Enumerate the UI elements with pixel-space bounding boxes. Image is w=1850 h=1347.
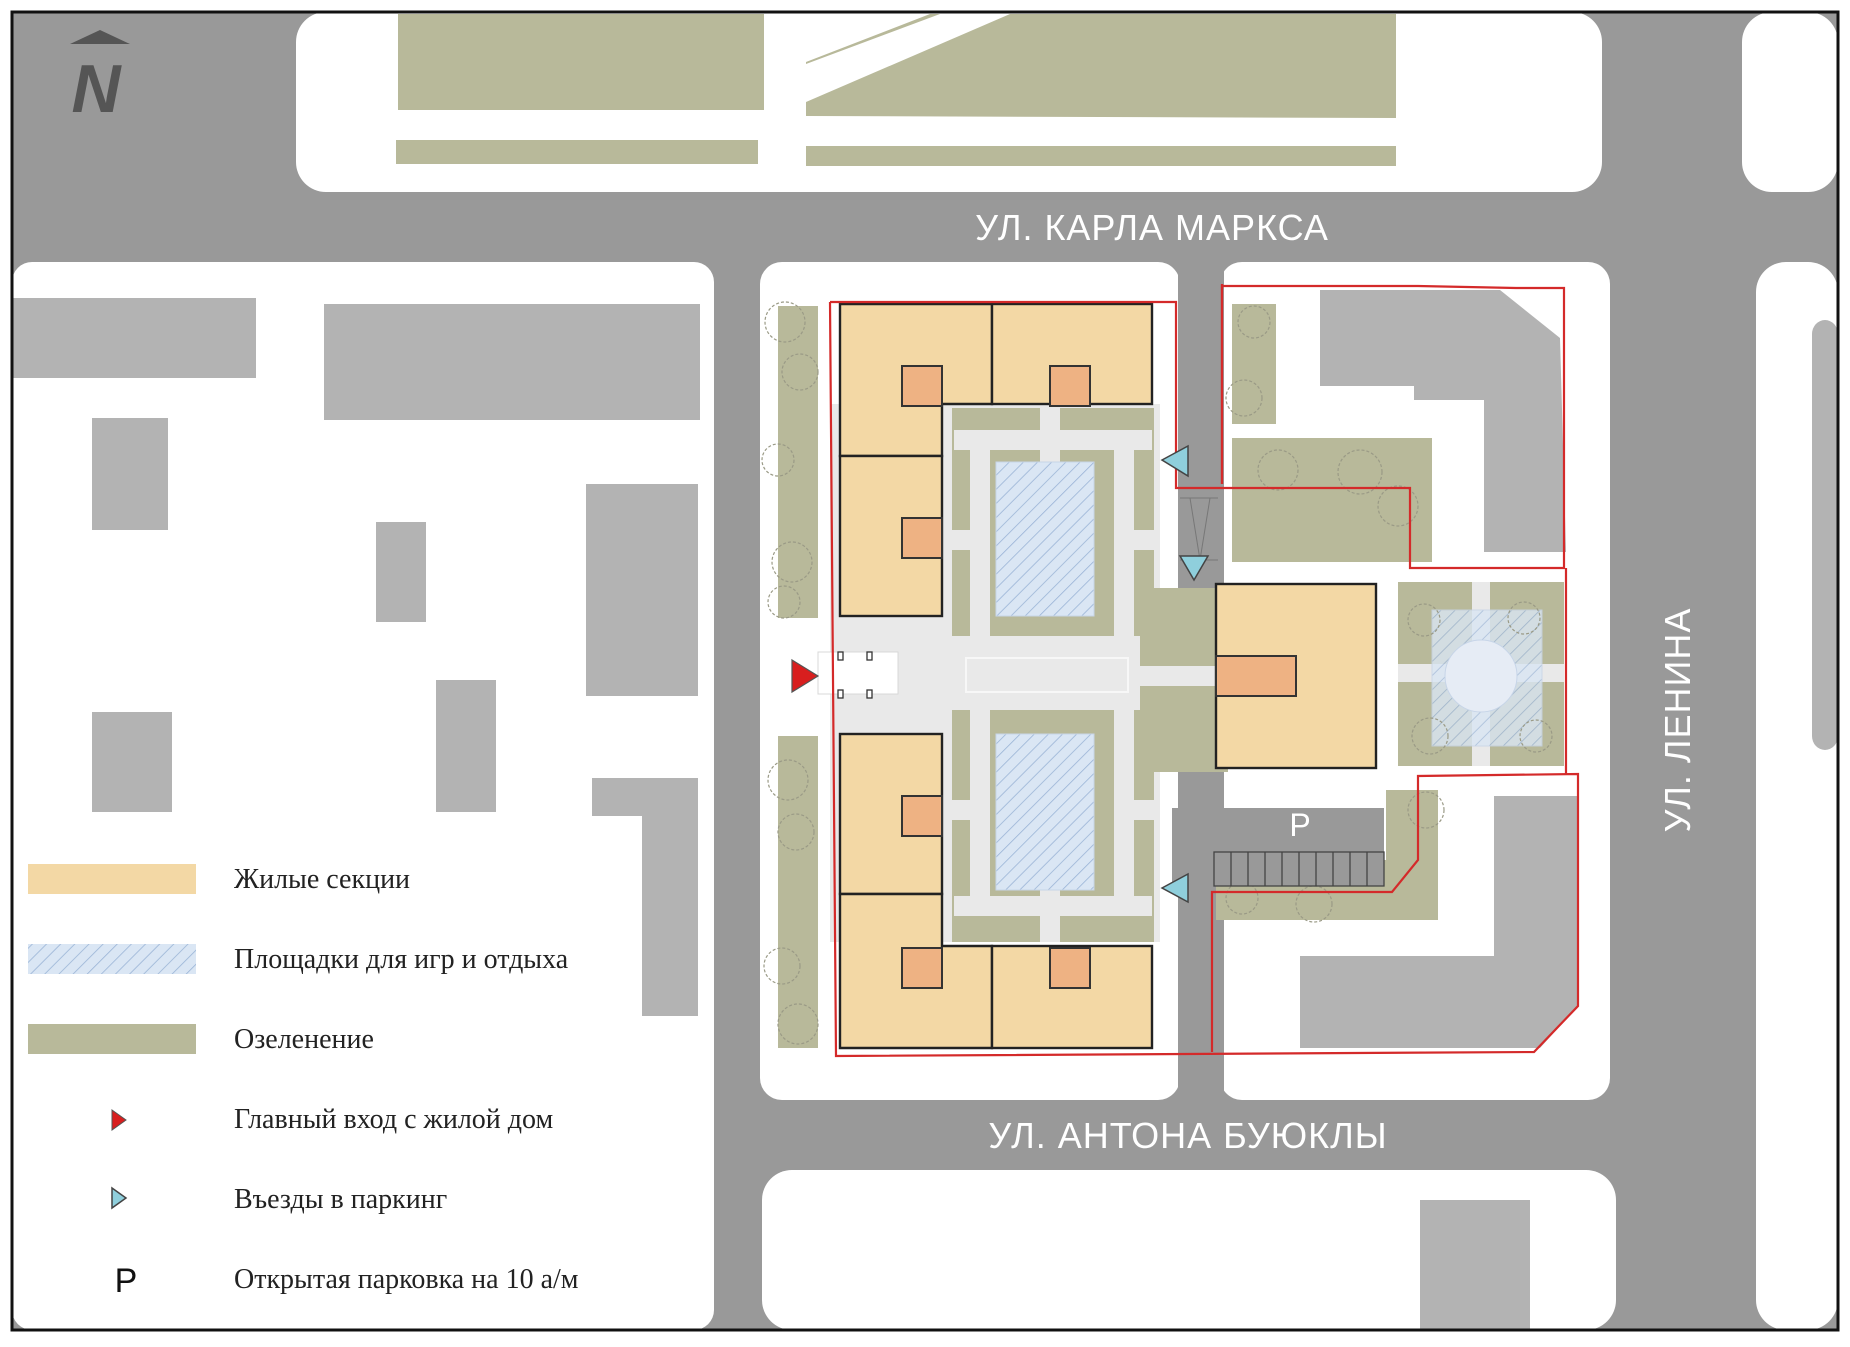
playground-south [995, 733, 1095, 891]
legend-label-residential: Жилые секции [234, 864, 410, 895]
street-label-east: УЛ. ЛЕНИНА [1657, 608, 1698, 833]
entrance-court [817, 651, 899, 695]
court-central-plaza [952, 636, 1140, 710]
parking-entry-marker-1 [1160, 444, 1189, 478]
west-building-3 [92, 418, 168, 530]
west-building-5 [586, 484, 698, 696]
court-path-9 [1122, 530, 1158, 550]
west-building-8 [592, 778, 698, 1016]
north-arrow-icon: N [70, 30, 130, 127]
north-green-strip-1 [396, 140, 758, 164]
cyan-triangle-icon [111, 1186, 128, 1210]
parking-green-2 [1386, 790, 1438, 920]
court-path-7 [944, 530, 980, 550]
site-boundary-north [830, 284, 1566, 570]
north-path-diagonal-2 [806, 14, 1010, 102]
east-green-1 [1232, 304, 1276, 424]
street-label-south: УЛ. АНТОНА БУЮКЛЫ [988, 1115, 1387, 1156]
map-frame [10, 10, 1840, 1332]
bollards [837, 651, 873, 699]
parking-mark: P [1289, 807, 1310, 843]
parking-lot [1172, 808, 1384, 886]
greenery-swatch [28, 1024, 196, 1054]
court-path-10 [1122, 800, 1158, 820]
north-green-1 [398, 14, 764, 110]
south-building [1420, 1200, 1530, 1330]
site-boundary-south [828, 301, 1580, 1058]
west-trees [761, 301, 819, 1045]
north-green-strip-2 [806, 146, 1396, 166]
court-path-east [1134, 666, 1224, 686]
west-block [12, 262, 714, 1330]
west-building-2 [324, 304, 700, 420]
red-triangle-icon [111, 1109, 127, 1131]
parking-entry-marker-3 [1160, 872, 1189, 904]
parking-letter-icon: P [115, 1262, 138, 1300]
east-playground-circle [1444, 639, 1518, 713]
legend-label-parking-entry: Въезды в паркинг [234, 1184, 447, 1215]
parking-stalls [1213, 851, 1385, 887]
east-building [1812, 320, 1838, 750]
court-path-5 [1040, 404, 1060, 464]
west-building-7 [436, 680, 496, 812]
east-trees [1225, 305, 1553, 923]
west-building-1 [12, 298, 256, 378]
court-central-feature [965, 657, 1129, 693]
parking-entry-marker-2 [1178, 555, 1210, 582]
west-green-strip-north [778, 306, 818, 618]
east-existing-building-1 [1320, 290, 1566, 552]
west-building-6 [92, 712, 172, 812]
residential-swatch [28, 864, 196, 894]
south-block [762, 1170, 1616, 1330]
street-label-north: УЛ. КАРЛА МАРКСА [975, 207, 1329, 248]
legend-label-main-entrance: Главный вход с жилой дом [234, 1104, 554, 1135]
east-green-2 [1232, 438, 1432, 562]
legend: Жилые секции Площадки для игр и отдыха О… [28, 864, 579, 1300]
north-path-diagonal [806, 14, 930, 62]
west-green-strip-south [778, 736, 818, 1048]
north-letter: N [71, 51, 122, 127]
west-building-4 [376, 522, 426, 622]
playground-hatch-swatch [28, 944, 196, 974]
building-cores [901, 365, 1297, 989]
court-path-6 [1040, 880, 1060, 942]
legend-label-open-parking: Открытая парковка на 10 а/м [234, 1264, 579, 1295]
north-green-2 [806, 14, 1396, 118]
court-path-8 [944, 800, 980, 820]
legend-label-playground: Площадки для игр и отдыха [234, 944, 569, 975]
main-entrance-marker [791, 658, 820, 694]
playground-north [995, 461, 1095, 617]
north-east-block [1742, 12, 1838, 192]
legend-label-greenery: Озеленение [234, 1024, 374, 1055]
east-existing-building-2 [1300, 796, 1578, 1048]
